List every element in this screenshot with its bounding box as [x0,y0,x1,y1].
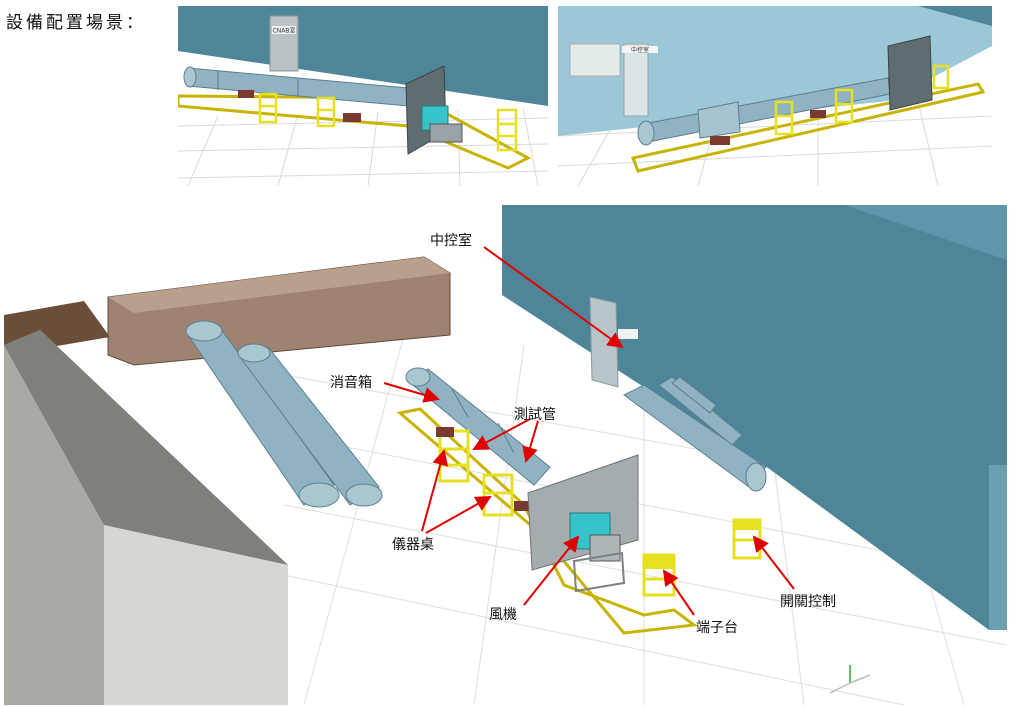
floor-outline [178,94,532,170]
small-table [343,113,361,122]
main-scene [4,205,1007,705]
door-sign-text: 中控室 [631,46,649,54]
gray-building-roof [4,330,288,565]
wall-edge [918,6,992,26]
door-sign-text: CNAB室 [273,27,296,35]
fan-motor [429,123,463,143]
floor-outline [630,82,986,173]
instrument-racks [774,64,950,136]
page-title: 設備配置場景： [6,13,146,33]
pipe-end [183,66,197,88]
control-building [502,205,1007,630]
top-left-view: CNAB室 [178,6,548,186]
building-edge [989,465,1007,630]
door-sign [622,46,658,53]
instrument-racks [258,92,518,152]
building-roof [844,205,1007,260]
wall-door [623,43,649,117]
top-left-scene: CNAB室 [178,6,548,186]
floor-grid [178,107,548,186]
small-table [710,136,730,145]
control-room-door [589,296,619,388]
small-table [514,501,530,511]
label-switch-control: 開關控制 [780,594,836,610]
terminal-block [642,553,676,597]
label-terminal-block: 端子台 [696,620,738,636]
label-test-pipe: 測試管 [514,407,556,423]
control-room-sign [618,329,638,339]
small-table [810,110,826,118]
muffler [405,367,431,387]
floor-outline [396,407,698,635]
test-pipe [407,368,551,486]
label-fan: 風機 [489,607,517,623]
muffler [697,101,741,139]
callout-arrows [383,246,795,616]
brown-box-top [108,257,450,313]
label-instrument-desk: 儀器桌 [392,537,434,553]
main-view: 中控室 消音箱 測試管 儀器桌 風機 端子台 開關控制 [4,205,1007,705]
wall-window [569,43,621,77]
small-table [436,427,454,437]
gray-building-wall [104,525,288,705]
fan-panel [887,35,933,111]
wall-door [269,15,299,72]
spare-pipes [185,320,383,508]
wall-pipes [623,376,767,492]
small-table [238,90,254,98]
axis-gizmo [829,665,871,694]
label-muffler: 消音箱 [330,375,372,391]
back-wall [558,6,992,136]
pipe-end [637,120,655,146]
label-control-room: 中控室 [430,233,472,249]
fan-base [572,551,626,593]
top-right-scene: 中控室 [558,6,992,186]
door-sign [272,26,296,34]
top-right-view: 中控室 [558,6,992,186]
